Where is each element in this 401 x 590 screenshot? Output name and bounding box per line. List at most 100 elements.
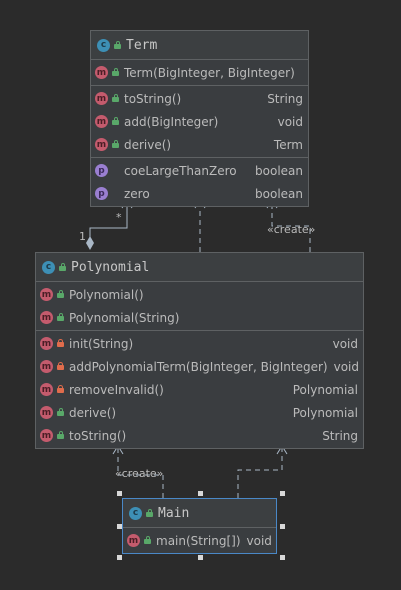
- member-row[interactable]: m Term(BigInteger, BigInteger): [91, 61, 308, 84]
- member-label: add(BigInteger): [124, 114, 219, 129]
- member-label: coeLargeThanZero: [124, 163, 237, 178]
- term-properties: p coeLargeThanZero boolean p zero boolea…: [91, 158, 308, 206]
- member-row[interactable]: m toString() String: [36, 424, 363, 447]
- member-row[interactable]: m init(String) void: [36, 332, 363, 355]
- public-icon: [56, 408, 65, 417]
- member-row[interactable]: m Polynomial(): [36, 283, 363, 306]
- member-type: Polynomial: [292, 382, 358, 397]
- member-label: removeInvalid(): [69, 382, 164, 397]
- class-icon: c: [42, 260, 55, 274]
- resize-handle-top-left[interactable]: [117, 491, 122, 496]
- class-main-name: Main: [158, 505, 190, 521]
- member-type: Polynomial: [292, 405, 358, 420]
- public-icon: [56, 313, 65, 322]
- method-icon: m: [127, 534, 140, 547]
- member-label: addPolynomialTerm(BigInteger, BigInteger…: [69, 359, 328, 374]
- method-icon: m: [40, 337, 53, 350]
- public-icon: [56, 290, 65, 299]
- class-term-name: Term: [126, 37, 158, 53]
- private-icon: [56, 362, 65, 371]
- member-label: init(String): [69, 336, 134, 351]
- member-type: void: [246, 533, 272, 548]
- member-row[interactable]: m derive() Term: [91, 133, 308, 156]
- polynomial-methods: m init(String) void m addPolynomialTerm(…: [36, 331, 363, 448]
- create-label-term: «create»: [267, 223, 316, 236]
- public-icon: [111, 94, 120, 103]
- method-icon: m: [95, 138, 108, 151]
- member-label: Term(BigInteger, BigInteger): [124, 65, 295, 80]
- resize-handle-top[interactable]: [198, 491, 203, 496]
- method-icon: m: [40, 311, 53, 324]
- resize-handle-top-right[interactable]: [280, 491, 285, 496]
- resize-handle-bottom-right[interactable]: [280, 555, 285, 560]
- method-icon: m: [40, 429, 53, 442]
- member-row[interactable]: m toString() String: [91, 87, 308, 110]
- class-polynomial[interactable]: c Polynomial m Polynomial() m Polynomial…: [35, 252, 364, 449]
- member-row[interactable]: m Polynomial(String): [36, 306, 363, 329]
- member-label: toString(): [124, 91, 182, 106]
- member-row[interactable]: p coeLargeThanZero boolean: [91, 159, 308, 182]
- public-icon: [111, 117, 120, 126]
- method-icon: m: [40, 383, 53, 396]
- private-icon: [56, 385, 65, 394]
- member-label: Polynomial(): [69, 287, 144, 302]
- method-icon: m: [40, 288, 53, 301]
- class-main-header[interactable]: c Main: [123, 499, 276, 528]
- member-row[interactable]: m removeInvalid() Polynomial: [36, 378, 363, 401]
- dependency-edge-polynomial-term[interactable]: [194, 199, 206, 252]
- multiplicity-one: 1: [79, 230, 86, 243]
- main-methods: m main(String[]) void: [123, 528, 276, 553]
- resize-handle-right[interactable]: [280, 524, 285, 529]
- method-icon: m: [95, 115, 108, 128]
- class-term-header[interactable]: c Term: [91, 31, 308, 60]
- member-type: boolean: [255, 186, 303, 201]
- member-label: zero: [124, 186, 150, 201]
- member-type: boolean: [255, 163, 303, 178]
- method-icon: m: [95, 92, 108, 105]
- public-icon: [143, 536, 152, 545]
- member-row[interactable]: m add(BigInteger) void: [91, 110, 308, 133]
- resize-handle-bottom-left[interactable]: [117, 555, 122, 560]
- member-row[interactable]: m addPolynomialTerm(BigInteger, BigInteg…: [36, 355, 363, 378]
- member-type: void: [333, 359, 360, 374]
- member-type: void: [332, 336, 358, 351]
- resize-handle-left[interactable]: [117, 524, 122, 529]
- polynomial-constructors: m Polynomial() m Polynomial(String): [36, 282, 363, 331]
- member-label: derive(): [69, 405, 117, 420]
- private-icon: [56, 339, 65, 348]
- term-methods: m toString() String m add(BigInteger) vo…: [91, 86, 308, 158]
- member-type: void: [277, 114, 303, 129]
- property-icon: p: [95, 187, 108, 200]
- member-label: derive(): [124, 137, 172, 152]
- public-icon: [56, 431, 65, 440]
- class-icon: c: [129, 506, 142, 520]
- class-icon: c: [97, 38, 110, 52]
- member-type: Term: [273, 137, 303, 152]
- class-polynomial-name: Polynomial: [71, 259, 150, 275]
- member-type: String: [267, 91, 303, 106]
- member-row[interactable]: p zero boolean: [91, 182, 308, 205]
- create-label-polynomial: «create»: [115, 467, 164, 480]
- public-icon: [58, 262, 67, 272]
- member-row[interactable]: m derive() Polynomial: [36, 401, 363, 424]
- method-icon: m: [40, 360, 53, 373]
- multiplicity-many: *: [116, 211, 122, 224]
- member-type: String: [322, 428, 358, 443]
- member-row[interactable]: m main(String[]) void: [123, 529, 276, 552]
- public-icon: [111, 68, 120, 77]
- public-icon: [145, 508, 154, 518]
- member-label: Polynomial(String): [69, 310, 180, 325]
- class-polynomial-header[interactable]: c Polynomial: [36, 253, 363, 282]
- resize-handle-bottom[interactable]: [198, 555, 203, 560]
- member-label: main(String[]): [156, 533, 241, 548]
- member-label: toString(): [69, 428, 127, 443]
- public-icon: [113, 40, 122, 50]
- public-icon: [111, 140, 120, 149]
- class-main[interactable]: c Main m main(String[]) void: [122, 498, 277, 554]
- term-constructors: m Term(BigInteger, BigInteger): [91, 60, 308, 86]
- property-icon: p: [95, 164, 108, 177]
- method-icon: m: [40, 406, 53, 419]
- composition-edge[interactable]: [86, 199, 133, 250]
- method-icon: m: [95, 66, 108, 79]
- class-term[interactable]: c Term m Term(BigInteger, BigInteger) m …: [90, 30, 309, 207]
